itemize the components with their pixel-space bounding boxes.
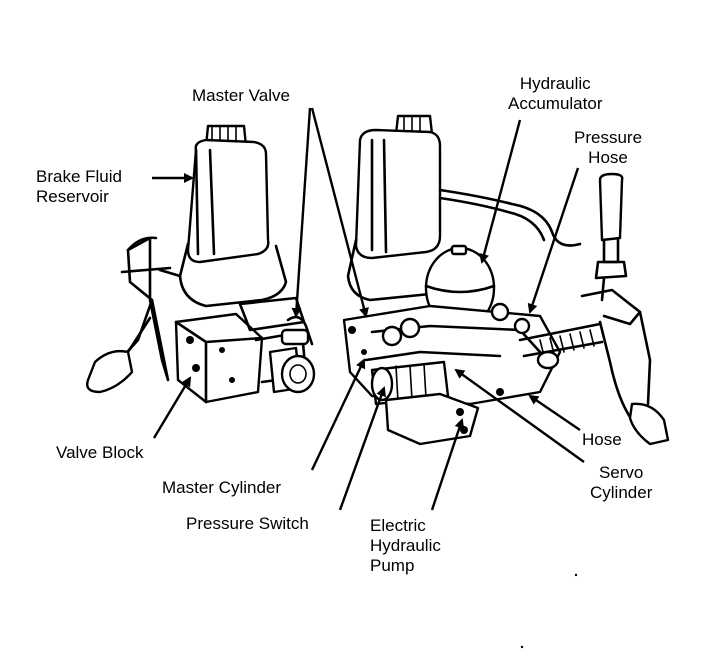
left-reservoir (158, 124, 288, 308)
label-electric-hydraulic-pump: Electric Hydraulic Pump (370, 516, 441, 575)
electric-hydraulic-pump-body (370, 360, 504, 446)
left-master-cylinder-body (268, 315, 316, 394)
left-brake-pedal (86, 236, 172, 394)
label-servo-cylinder: Servo Cylinder (590, 463, 653, 502)
label-valve-block: Valve Block (56, 443, 144, 462)
right-reservoir (346, 114, 582, 302)
servo-cylinder-body (518, 322, 604, 370)
label-pressure-switch: Pressure Switch (186, 514, 309, 533)
label-hose: Hose (582, 430, 622, 449)
label-master-valve: Master Valve (192, 86, 290, 105)
leader-lines (152, 107, 585, 511)
label-master-cylinder: Master Cylinder (162, 478, 282, 497)
left-assembly (86, 124, 316, 404)
right-assembly (342, 114, 670, 446)
label-pressure-hose: Pressure Hose (574, 128, 643, 167)
right-brake-pedal (580, 172, 670, 446)
label-brake-fluid-reservoir: Brake Fluid Reservoir (36, 167, 122, 206)
label-hydraulic-accumulator: Hydraulic Accumulator (508, 74, 603, 113)
